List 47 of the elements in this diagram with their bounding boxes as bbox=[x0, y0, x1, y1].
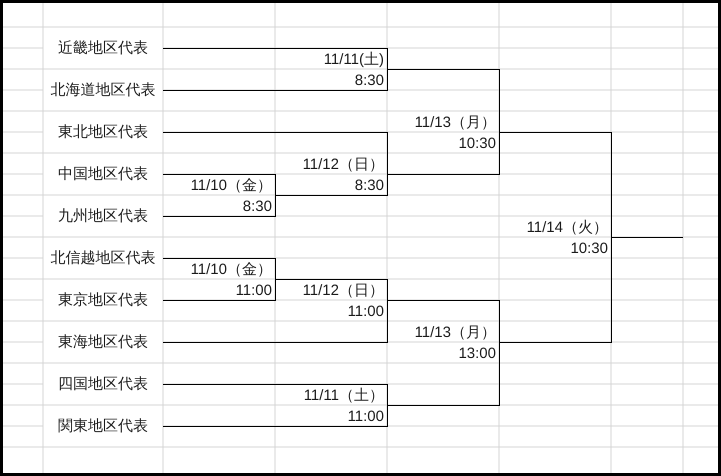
team-name: 北海道地区代表 bbox=[50, 82, 156, 98]
bracket-line bbox=[162, 195, 276, 217]
bracket-line bbox=[610, 237, 684, 238]
team-name: 関東地区代表 bbox=[58, 418, 148, 434]
team-name: 東京地区代表 bbox=[58, 292, 148, 308]
bracket-line bbox=[386, 132, 500, 175]
team-name: 近畿地区代表 bbox=[58, 40, 148, 56]
match-time: 8:30 bbox=[354, 177, 384, 194]
match-time: 8:30 bbox=[354, 72, 384, 89]
bracket-line bbox=[162, 384, 388, 406]
bracket-line bbox=[162, 48, 388, 70]
bracket-line bbox=[162, 300, 388, 343]
bracket-line bbox=[162, 258, 276, 280]
team-name: 四国地区代表 bbox=[58, 376, 148, 392]
bracket-line bbox=[162, 174, 276, 196]
match-date: 11/10（金） bbox=[190, 177, 272, 194]
match-date: 11/14（火） bbox=[526, 219, 608, 236]
bracket-line bbox=[274, 279, 388, 301]
team-name: 北信越地区代表 bbox=[50, 250, 156, 266]
match-time: 13:00 bbox=[458, 345, 496, 362]
bracket-line bbox=[386, 69, 500, 133]
team-name: 東北地区代表 bbox=[58, 124, 148, 140]
match-date: 11/12（日） bbox=[302, 282, 384, 299]
bracket-line bbox=[162, 405, 388, 427]
bracket-line bbox=[386, 342, 500, 406]
bracket-line bbox=[274, 174, 388, 196]
match-date: 11/11（土） bbox=[304, 387, 384, 404]
match-date: 11/12（日） bbox=[302, 156, 384, 173]
match-date: 11/11(土) bbox=[324, 51, 384, 68]
team-name: 東海地区代表 bbox=[58, 334, 148, 350]
match-time: 11:00 bbox=[348, 303, 384, 320]
bracket-line bbox=[162, 279, 276, 301]
bracket-line bbox=[386, 300, 500, 343]
match-time: 10:30 bbox=[570, 240, 608, 257]
match-time: 11:00 bbox=[348, 408, 384, 425]
team-name: 中国地区代表 bbox=[58, 166, 148, 182]
match-date: 11/13（月） bbox=[414, 324, 496, 341]
match-time: 11:00 bbox=[236, 282, 272, 299]
bracket-line bbox=[498, 132, 612, 238]
team-name: 九州地区代表 bbox=[58, 208, 148, 224]
match-time: 8:30 bbox=[242, 198, 272, 215]
bracket-line bbox=[162, 69, 388, 91]
match-date: 11/10（金） bbox=[190, 261, 272, 278]
bracket-line bbox=[498, 237, 612, 343]
bracket-line bbox=[162, 132, 388, 175]
match-date: 11/13（月） bbox=[414, 114, 496, 131]
match-time: 10:30 bbox=[458, 135, 496, 152]
